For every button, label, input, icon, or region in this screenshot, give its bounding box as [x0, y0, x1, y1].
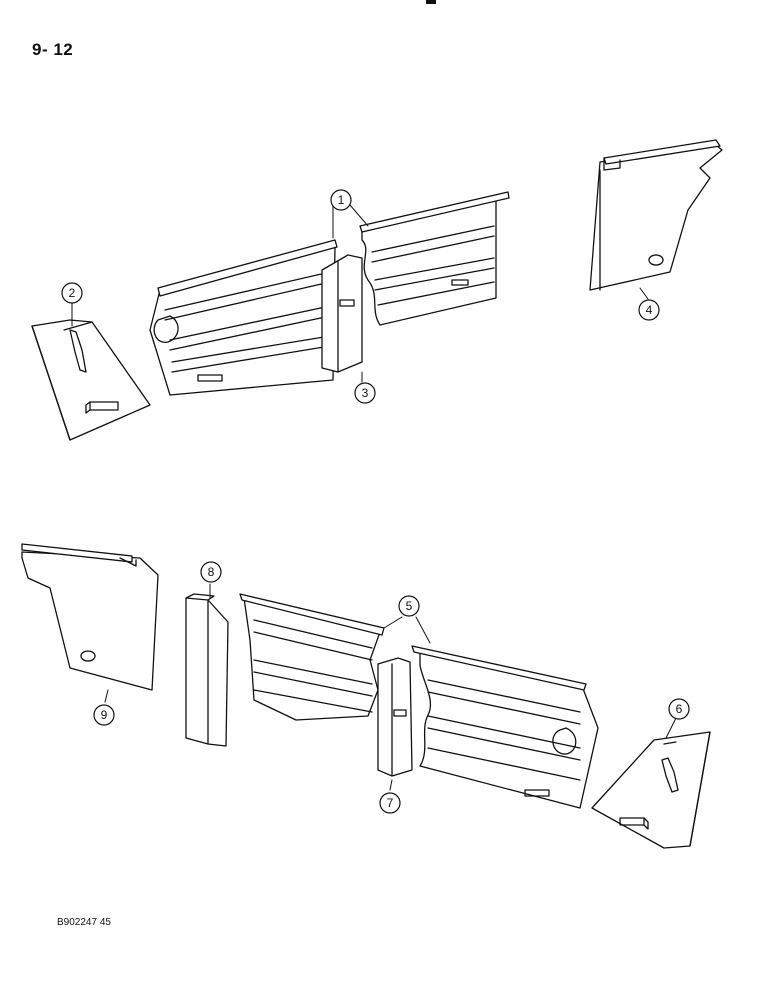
callout-6-circle	[668, 698, 690, 720]
cropped-title-mark	[426, 0, 436, 4]
leader-lines	[71, 204, 677, 791]
callout-2-label: 2	[69, 286, 76, 300]
upper-center-support	[321, 254, 363, 373]
page-number: 9- 12	[32, 40, 74, 59]
upper-left-bracket	[31, 319, 151, 441]
callout-7-label: 7	[387, 796, 394, 810]
callout-6-label: 6	[676, 702, 683, 716]
callout-1-label: 1	[338, 193, 345, 207]
lower-corner-post	[185, 593, 229, 747]
upper-end-panel	[589, 139, 723, 291]
figure-code: B902247 45	[57, 917, 111, 928]
callout-4-circle	[638, 299, 660, 321]
callout-9-label: 9	[101, 708, 108, 722]
lower-end-panel	[21, 543, 159, 691]
callout-1-circle	[330, 189, 352, 211]
callout-9-circle	[93, 704, 115, 726]
lower-side-panel	[239, 593, 599, 809]
callout-5-label: 5	[406, 599, 413, 613]
upper-side-panel	[149, 191, 510, 396]
callout-2-circle	[61, 282, 83, 304]
callout-8-label: 8	[208, 565, 215, 579]
callout-8-circle	[200, 561, 222, 583]
callout-3-circle	[354, 382, 376, 404]
callout-5-circle	[398, 595, 420, 617]
callout-4-label: 4	[646, 303, 653, 317]
lower-center-support	[377, 657, 413, 777]
lower-right-bracket	[591, 731, 711, 849]
callout-7-circle	[379, 792, 401, 814]
callout-circles	[61, 189, 690, 814]
callout-3-label: 3	[362, 386, 369, 400]
